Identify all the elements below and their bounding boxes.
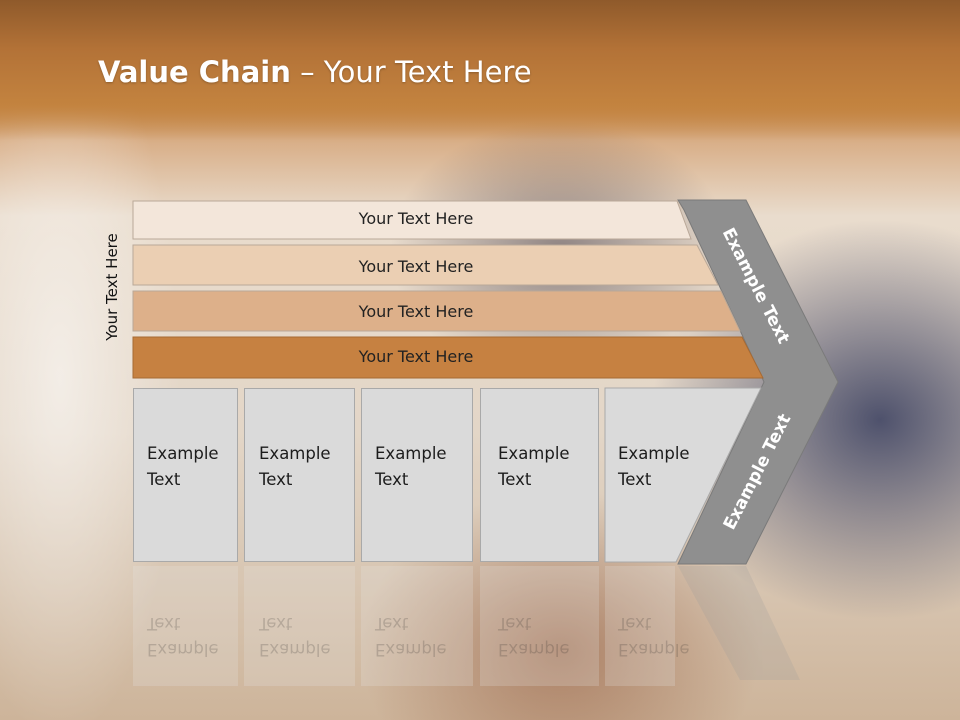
box-5-shape	[604, 387, 762, 563]
box-3-reflection: Example Text	[375, 610, 447, 662]
bar-label-2: Your Text Here	[358, 257, 474, 276]
box-3-line1: Example	[375, 444, 447, 463]
box-2-line2: Text	[259, 470, 293, 489]
bar-4	[132, 336, 764, 379]
box-2-reflection: Example Text	[259, 610, 331, 662]
box-5-reflection: Example Text	[618, 610, 690, 662]
header-band	[0, 0, 960, 140]
bar-3	[132, 290, 741, 332]
bar-label-4: Your Text Here	[358, 347, 474, 366]
box-3-line2: Text	[375, 470, 409, 489]
bar-1	[132, 200, 692, 240]
box-1-reflection-line1: Example	[147, 640, 219, 659]
reflection	[133, 566, 800, 686]
box-2-line1: Example	[259, 444, 331, 463]
box-3	[361, 388, 473, 562]
box-4-reflection-line2: Text	[498, 614, 532, 633]
box-1-line2: Text	[147, 470, 181, 489]
box-1-reflection-line2: Text	[147, 614, 181, 633]
box-5-reflection-line2: Text	[618, 614, 652, 633]
box-2-reflection-line1: Example	[259, 640, 331, 659]
box-4-line2: Text	[498, 470, 532, 489]
box-4-reflection-line1: Example	[498, 640, 570, 659]
box-2-reflection-line2: Text	[259, 614, 293, 633]
box-4	[480, 388, 599, 562]
box-4-reflection: Example Text	[498, 610, 570, 662]
box-3-reflection-line1: Example	[375, 640, 447, 659]
bar-label-3: Your Text Here	[358, 302, 474, 321]
box-1	[133, 388, 238, 562]
box-5-reflection-line1: Example	[618, 640, 690, 659]
chevron-arrow	[677, 199, 839, 565]
box-2	[244, 388, 355, 562]
box-3-reflection-line2: Text	[375, 614, 409, 633]
title-rest: – Your Text Here	[290, 55, 532, 89]
slide-title: Value Chain – Your Text Here	[98, 55, 532, 89]
box-5-line2: Text	[618, 470, 652, 489]
bar-2	[132, 244, 719, 286]
title-bold: Value Chain	[98, 55, 291, 89]
box-1-line1: Example	[147, 444, 219, 463]
box-4-line1: Example	[498, 444, 570, 463]
box-1-reflection: Example Text	[147, 610, 219, 662]
box-5-line1: Example	[618, 444, 690, 463]
bar-label-1: Your Text Here	[358, 209, 474, 228]
